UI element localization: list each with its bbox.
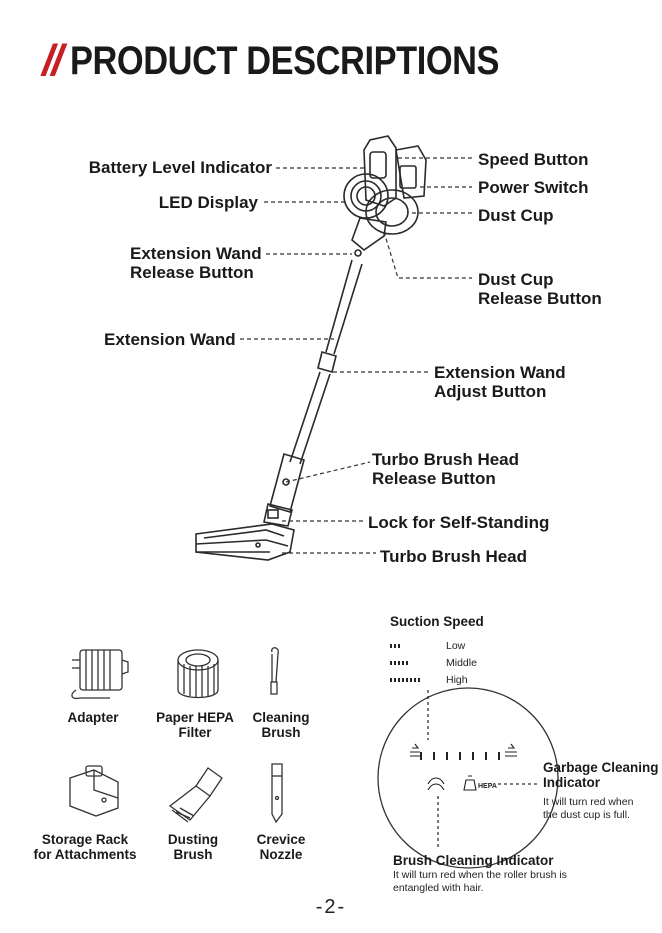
label-line: Filter [178, 725, 212, 740]
label-speed-button: Speed Button [478, 150, 589, 169]
page-header: // PRODUCT DESCRIPTIONS [42, 38, 569, 84]
hepa-indicator-label: HEPA [478, 783, 497, 790]
label-line: entangled with hair. [393, 882, 484, 894]
label-extension-wand: Extension Wand [104, 330, 236, 349]
label-lock-for-self-standing: Lock for Self-Standing [368, 513, 550, 532]
label-cleaning-brush: Cleaning Brush [226, 710, 336, 740]
speed-low-label: Low [446, 640, 466, 652]
page-number: -2- [315, 896, 347, 918]
label-line: Garbage Cleaning [543, 760, 659, 775]
suction-speed-title: Suction Speed [390, 614, 484, 629]
leader-turbo-release [285, 461, 371, 483]
storage-rack-illustration [69, 765, 119, 817]
high-speed-icon [505, 743, 517, 757]
label-line: Brush [173, 847, 213, 862]
label-line: Extension Wand [130, 244, 262, 263]
led-display-diagram [377, 687, 559, 869]
label-line: Release Button [478, 289, 602, 308]
title-accent-slashes: // [42, 36, 64, 85]
label-storage-rack: Storage Rack for Attachments [30, 832, 140, 862]
label-led-display: LED Display [158, 193, 258, 212]
label-line: Release Button [130, 263, 254, 282]
label-turbo-brush-head: Turbo Brush Head [380, 547, 528, 566]
hepa-filter-illustration [177, 649, 219, 699]
label-line: Release Button [372, 469, 496, 488]
label-turbo-brush-head-release-button: Turbo Brush Head Release Button [372, 450, 519, 488]
label-line: Nozzle [259, 847, 303, 862]
label-adapter: Adapter [38, 710, 148, 725]
label-dust-cup: Dust Cup [478, 206, 554, 225]
low-speed-icon [410, 743, 420, 757]
label-line: It will turn red when [543, 796, 634, 808]
label-crevice-nozzle: Crevice Nozzle [226, 832, 336, 862]
vacuum-illustration [195, 135, 427, 561]
dusting-brush-illustration [168, 767, 223, 823]
label-line: Storage Rack [41, 832, 129, 847]
label-extension-wand-release-button: Extension Wand Release Button [130, 244, 262, 282]
label-line: Paper HEPA [156, 710, 234, 725]
label-power-switch: Power Switch [478, 178, 589, 197]
label-dust-cup-release-button: Dust Cup Release Button [478, 270, 602, 308]
suction-speed-legend [390, 644, 420, 682]
leader-dust-release [383, 231, 472, 279]
label-line: for Attachments [33, 847, 137, 862]
brush-cleaning-icon [427, 777, 445, 791]
crevice-nozzle-illustration [271, 763, 283, 824]
label-dusting-brush: Dusting Brush [138, 832, 248, 862]
led-speed-ticks [420, 752, 500, 760]
label-line: Indicator [543, 775, 601, 790]
label-line: the dust cup is full. [543, 809, 630, 821]
label-line: Brush [261, 725, 301, 740]
cleaning-brush-illustration [270, 647, 279, 695]
speed-high-label: High [446, 674, 468, 686]
label-line: Adapter [67, 710, 119, 725]
label-line: Dusting [167, 832, 219, 847]
garbage-cleaning-description: It will turn red when the dust cup is fu… [543, 796, 633, 822]
label-line: Turbo Brush Head [372, 450, 520, 469]
brush-cleaning-description: It will turn red when the roller brush i… [393, 869, 567, 895]
label-line: Adjust Button [434, 382, 547, 401]
label-line: Crevice [256, 832, 306, 847]
page-title: PRODUCT DESCRIPTIONS [70, 39, 500, 83]
label-line: Dust Cup [478, 270, 554, 289]
garbage-cleaning-indicator-title: Garbage Cleaning Indicator [543, 760, 659, 790]
label-line: It will turn red when the roller brush i… [393, 869, 567, 881]
label-line: Cleaning [252, 710, 310, 725]
adapter-illustration [71, 649, 129, 700]
brush-cleaning-indicator-title: Brush Cleaning Indicator [393, 853, 554, 868]
label-extension-wand-adjust-button: Extension Wand Adjust Button [434, 363, 566, 401]
label-battery-level-indicator: Battery Level Indicator [88, 158, 272, 177]
label-paper-hepa-filter: Paper HEPA Filter [140, 710, 250, 740]
garbage-cleaning-icon [463, 775, 477, 791]
label-line: Extension Wand [434, 363, 566, 382]
speed-middle-label: Middle [446, 657, 477, 669]
